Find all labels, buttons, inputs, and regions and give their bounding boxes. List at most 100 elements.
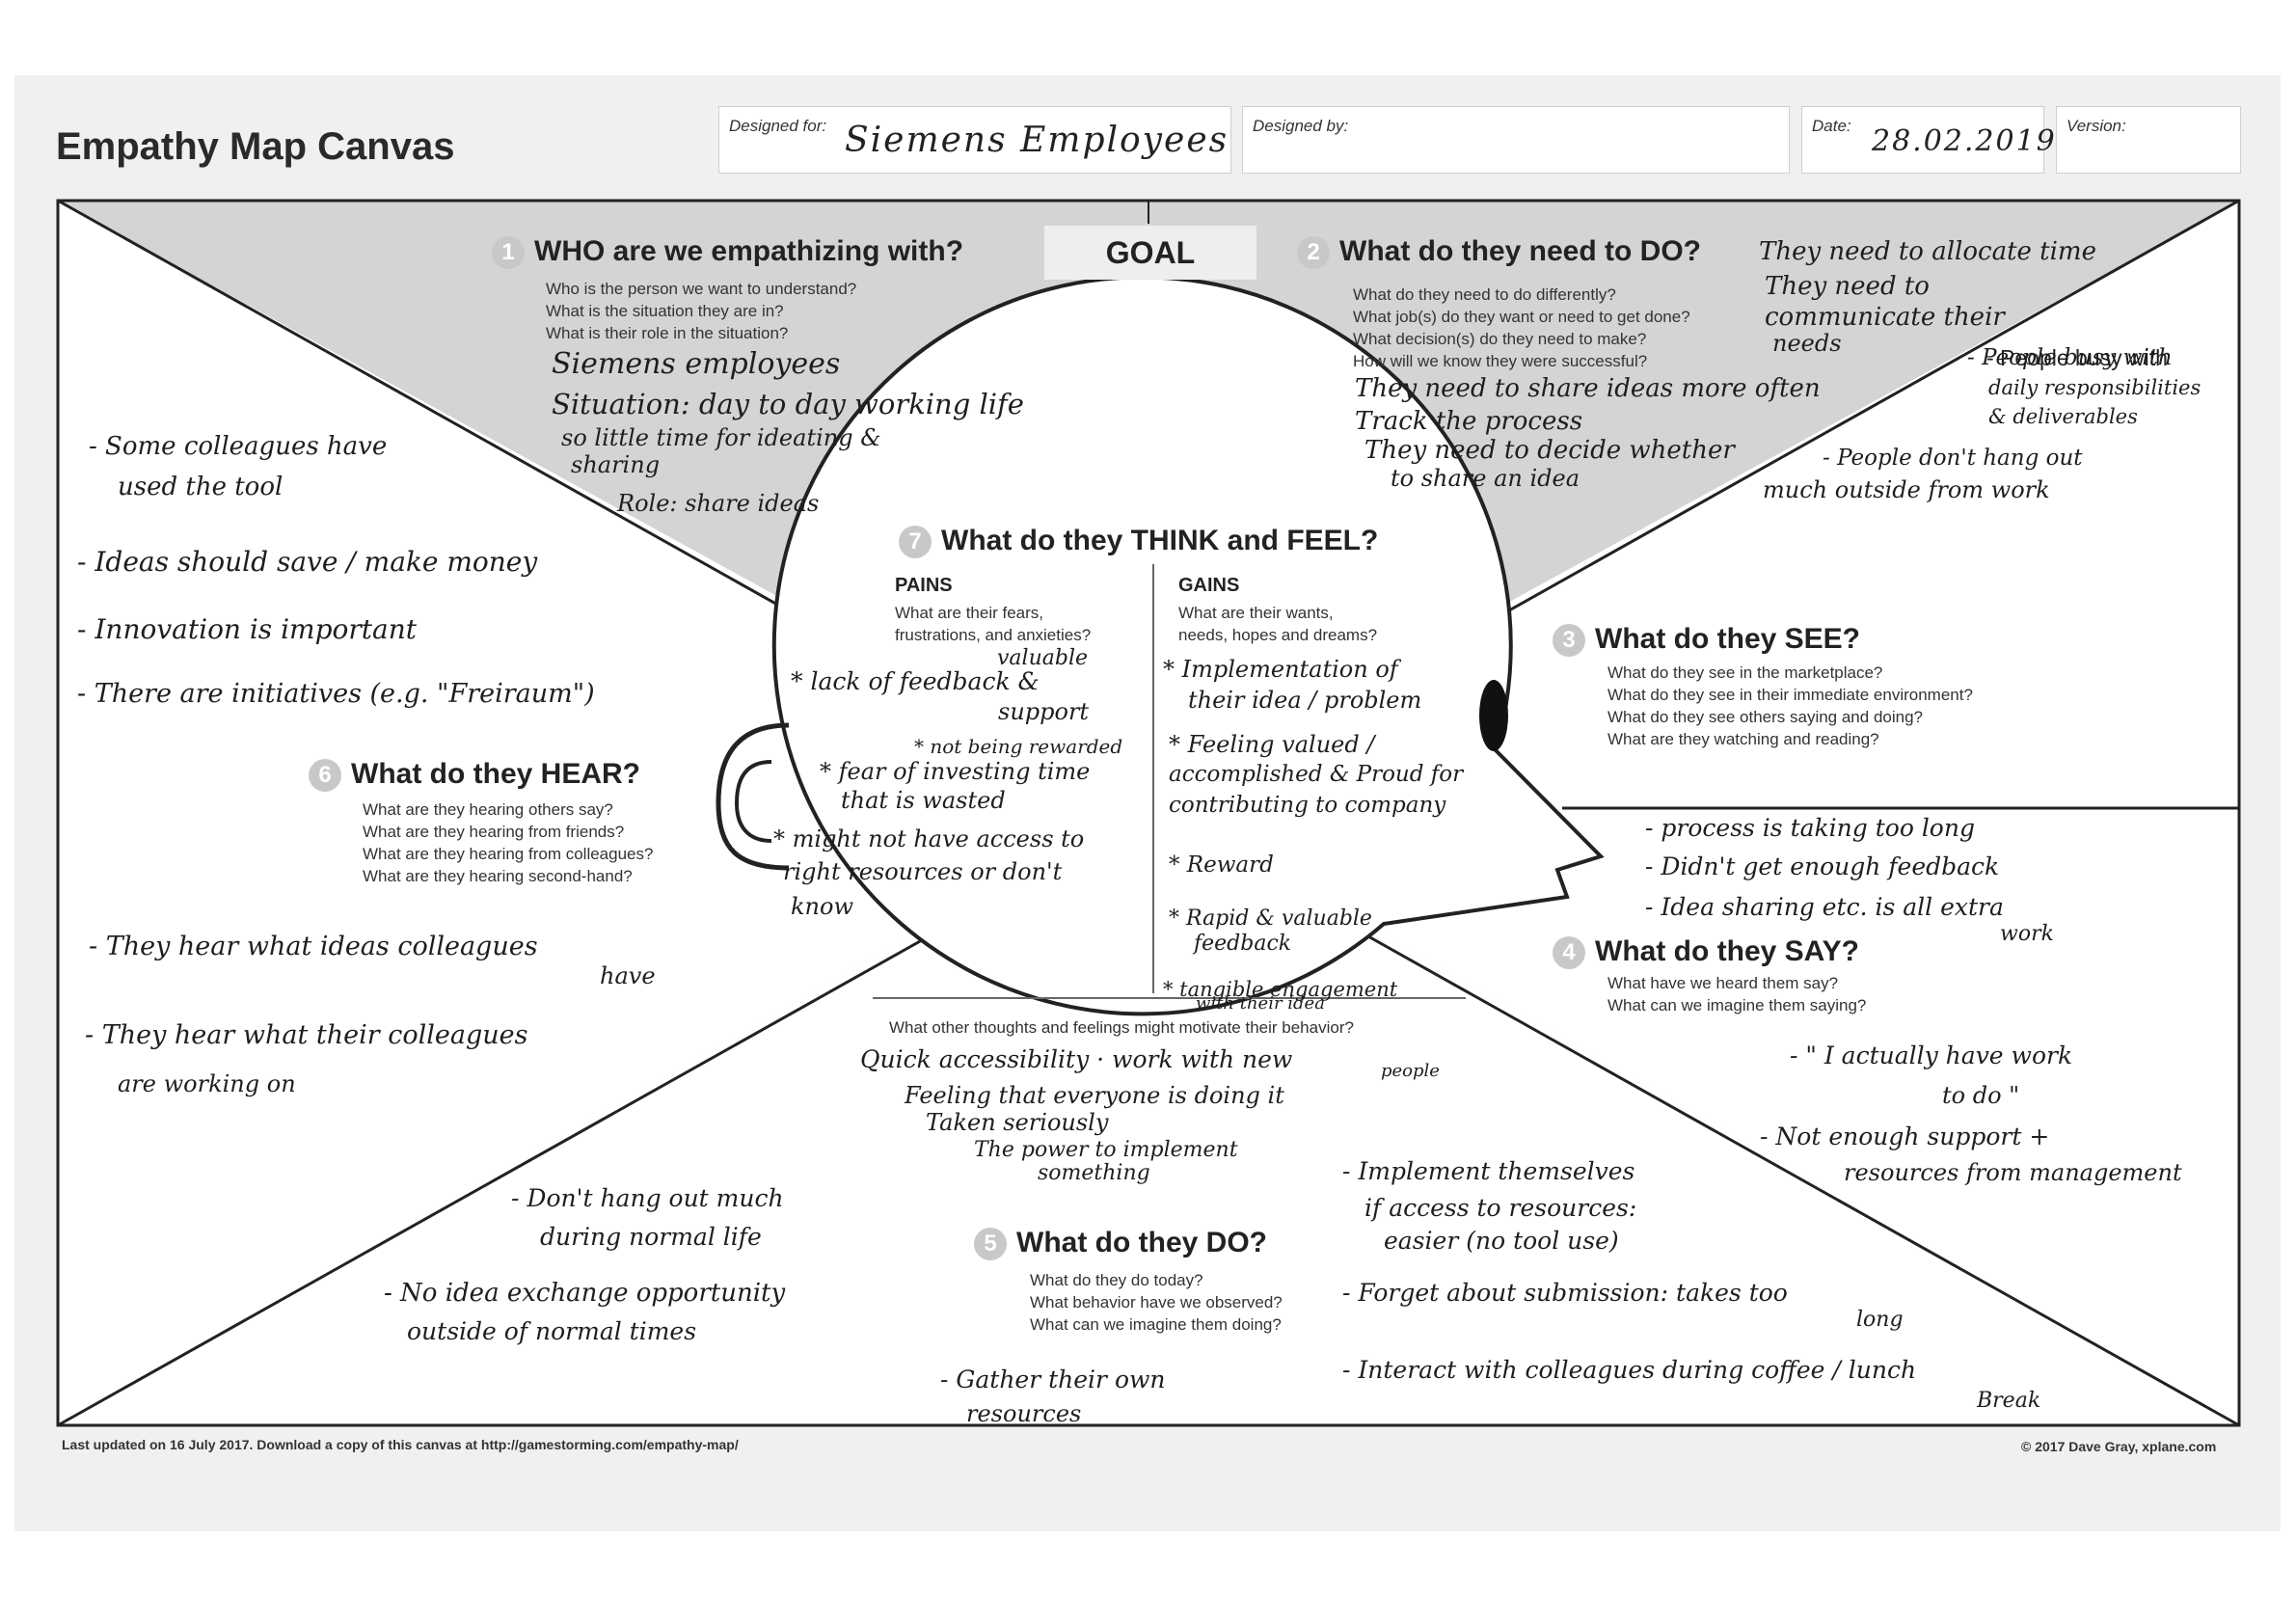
say-note: - Didn't get enough feedback [1645, 852, 2000, 880]
say-note: work [2000, 922, 2054, 946]
do-need-note: They need to allocate time [1759, 237, 2096, 266]
date-value: 28.02.2019 [1872, 124, 2057, 158]
question: What are they watching and reading? [1607, 730, 1879, 748]
who-note: Siemens employees [552, 347, 841, 381]
hear-number: 6 [309, 759, 341, 793]
do-today-questions: What do they do today? What behavior hav… [1030, 1269, 1283, 1336]
question: How will we know they were successful? [1353, 352, 1648, 370]
question: What are they hearing others say? [363, 800, 613, 819]
say-note: - " I actually have work [1790, 1041, 2073, 1069]
hear-note: - They hear what their colleagues [85, 1020, 528, 1050]
designed-for-label: Designed for: [729, 117, 827, 135]
do-today-note: - No idea exchange opportunity [384, 1279, 786, 1308]
ear [716, 722, 790, 871]
think-feel-number: 7 [899, 526, 932, 559]
pains-note: * might not have access to [773, 825, 1085, 852]
pains-note: * lack of feedback & [791, 667, 1040, 695]
question: What do they do today? [1030, 1271, 1203, 1289]
left-triangle [58, 201, 1148, 1425]
question: What behavior have we observed? [1030, 1293, 1283, 1312]
designed-for-box[interactable]: Designed for: Siemens Employees [718, 106, 1231, 174]
gains-note: * Feeling valued / [1169, 731, 1375, 758]
question: What are they hearing from friends? [363, 823, 625, 841]
hear-questions: What are they hearing others say? What a… [363, 798, 653, 887]
hear-note: - Ideas should save / make money [77, 546, 538, 578]
say-note: to do " [1942, 1082, 2020, 1109]
do-need-note: needs [1772, 330, 1842, 357]
footer-left: Last updated on 16 July 2017. Download a… [62, 1437, 739, 1452]
do-need-note: Track the process [1355, 407, 1583, 436]
other-note: Feeling that everyone is doing it [905, 1082, 1284, 1109]
designed-for-value: Siemens Employees [845, 121, 1229, 160]
do-today-note: easier (no tool use) [1384, 1227, 1619, 1255]
pains-note: support [998, 698, 1090, 725]
do-need-title-text: What do they need to DO? [1339, 235, 1701, 267]
hear-note: are working on [118, 1070, 296, 1097]
question: What job(s) do they want or need to get … [1353, 308, 1690, 326]
question: What do they see in their immediate envi… [1607, 686, 1973, 704]
bottom-triangle [58, 800, 2239, 1425]
question: needs, hopes and dreams? [1178, 626, 1378, 644]
do-need-note: They need to [1765, 272, 1930, 301]
do-need-questions: What do they need to do differently? Wha… [1353, 284, 1690, 372]
question: What do they see others saying and doing… [1607, 708, 1923, 726]
pains-note: * not being rewarded [914, 735, 1123, 758]
head-shape [771, 275, 1605, 1016]
do-need-title: 2 What do they need to DO? [1297, 235, 1701, 270]
goal-label: GOAL [1044, 226, 1256, 280]
question: What decision(s) do they need to make? [1353, 330, 1647, 348]
say-note: - Not enough support + [1760, 1123, 2050, 1150]
designed-by-box[interactable]: Designed by: [1242, 106, 1790, 174]
who-number: 1 [492, 236, 525, 270]
other-question: What other thoughts and feelings might m… [889, 1018, 1354, 1037]
do-need-note: They need to decide whether [1364, 436, 1735, 465]
pains-note: that is wasted [841, 787, 1006, 814]
do-today-note: - Interact with colleagues during coffee… [1342, 1356, 1917, 1384]
pains-note: valuable [997, 646, 1089, 670]
hear-note: used the tool [118, 473, 284, 501]
question: What are their wants, [1178, 604, 1334, 622]
date-box[interactable]: Date: 28.02.2019 [1801, 106, 2055, 174]
designed-by-label: Designed by: [1253, 117, 1349, 135]
see-questions: What do they see in the marketplace? Wha… [1607, 662, 1973, 750]
hear-note: - There are initiatives (e.g. "Freiraum"… [77, 679, 595, 709]
who-note: sharing [571, 451, 661, 478]
do-today-note: - Don't hang out much [511, 1184, 784, 1212]
see-note: - People busy with [1967, 345, 2173, 370]
say-note: - process is taking too long [1645, 814, 1975, 842]
see-note: - People busy with [1986, 345, 2168, 370]
who-questions: Who is the person we want to understand?… [546, 278, 856, 344]
ear-inner [734, 760, 772, 843]
gains-note: their idea / problem [1188, 687, 1422, 714]
say-title-text: What do they SAY? [1595, 935, 1859, 967]
other-note: people [1381, 1061, 1440, 1081]
do-need-note: They need to share ideas more often [1355, 374, 1821, 403]
pains-note: know [791, 893, 853, 920]
pains-note: * fear of investing time [820, 758, 1091, 785]
do-today-note: - Gather their own [940, 1366, 1166, 1393]
hear-note: - They hear what ideas colleagues [89, 932, 538, 961]
gains-note: * Reward [1169, 852, 1274, 878]
gains-note: * tangible engagement [1163, 978, 1398, 1001]
do-today-note: - Implement themselves [1342, 1157, 1635, 1185]
do-today-title-text: What do they DO? [1016, 1227, 1267, 1258]
right-triangle [1148, 201, 2239, 1425]
do-need-note: communicate their [1765, 303, 2005, 332]
hear-note: - Innovation is important [77, 613, 417, 645]
do-need-number: 2 [1297, 236, 1330, 270]
think-feel-title-text: What do they THINK and FEEL? [941, 525, 1379, 556]
version-label: Version: [2066, 117, 2126, 135]
see-note: much outside from work [1763, 476, 2050, 503]
question: frustrations, and anxieties? [895, 626, 1092, 644]
do-today-note: - Forget about submission: takes too [1342, 1279, 1788, 1307]
say-questions: What have we heard them say? What can we… [1607, 972, 1866, 1016]
question: What do they need to do differently? [1353, 285, 1616, 304]
pains-note: right resources or don't [783, 858, 1063, 885]
gains-note: with their idea [1196, 993, 1325, 1014]
do-need-note: to share an idea [1391, 465, 1580, 492]
version-box[interactable]: Version: [2056, 106, 2241, 174]
